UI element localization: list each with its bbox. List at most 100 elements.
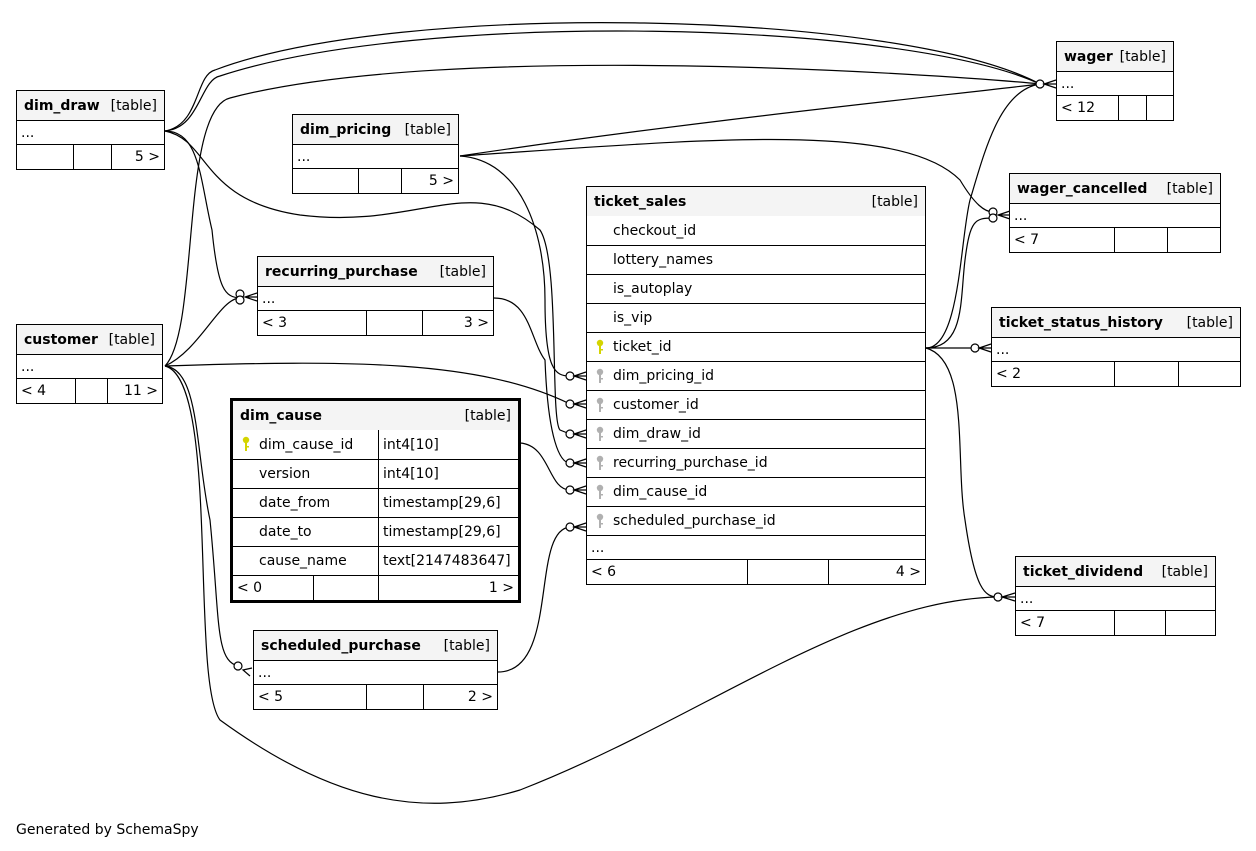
rows-count [1114,362,1178,386]
table-tag: [table] [1119,48,1166,65]
parents-count: < 3 [262,315,288,331]
table-tag: [table] [464,407,511,424]
table-ticket-status-history[interactable]: ticket_status_history [table] ... < 2 [991,307,1241,387]
table-tag: [table] [404,121,451,138]
primary-key-icon [596,339,604,359]
table-stats: < 3 3 > [258,310,493,335]
column-row[interactable]: recurring_purchase_id [587,448,925,477]
table-name: scheduled_purchase [261,637,421,654]
table-tag: [table] [1166,180,1213,197]
table-name: ticket_dividend [1023,563,1144,580]
foreign-key-icon [596,426,604,446]
parents-count: < 5 [258,689,284,705]
table-header: customer [table] [17,325,162,354]
table-header: ticket_status_history [table] [992,308,1240,337]
column-type: int4[10] [378,430,518,459]
table-dim-cause[interactable]: dim_cause [table] dim_cause_id int4[10]ve… [230,398,521,603]
table-header: recurring_purchase [table] [258,257,493,286]
columns-ellipsis: ... [1010,203,1220,227]
table-tag: [table] [1161,563,1208,580]
table-dim-draw[interactable]: dim_draw [table] ... 5 > [16,90,165,170]
column-row[interactable]: is_vip [587,303,925,332]
table-stats: 5 > [17,144,164,169]
parents-count: < 12 [1061,100,1095,116]
table-ticket-dividend[interactable]: ticket_dividend [table] ... < 7 [1015,556,1216,636]
parents-count: < 4 [21,383,47,399]
column-name: is_vip [613,310,653,326]
columns-ellipsis: ... [1057,71,1173,95]
columns-ellipsis: ... [17,354,162,378]
rows-count [1118,96,1146,120]
column-row[interactable]: dim_pricing_id [587,361,925,390]
column-type: text[2147483647] [378,547,518,575]
column-name: ticket_id [613,339,672,355]
table-stats: < 0 1 > [233,575,518,600]
column-row[interactable]: date_to timestamp[29,6] [233,517,518,546]
parents-count: < 6 [591,564,617,580]
table-wager[interactable]: wager [table] ... < 12 [1056,41,1174,121]
column-row[interactable]: is_autoplay [587,274,925,303]
rows-count [1114,611,1165,635]
table-tag: [table] [439,263,486,280]
children-count: 5 > [111,145,164,169]
column-row[interactable]: scheduled_purchase_id [587,506,925,535]
table-stats: < 6 4 > [587,559,925,584]
table-name: dim_cause [240,407,322,424]
foreign-key-icon [596,397,604,417]
table-dim-pricing[interactable]: dim_pricing [table] ... 5 > [292,114,459,194]
table-tag: [table] [110,97,157,114]
table-scheduled-purchase[interactable]: scheduled_purchase [table] ... < 5 2 > [253,630,498,710]
table-header: ticket_sales [table] [587,187,925,216]
table-stats: < 7 [1016,610,1215,635]
column-row[interactable]: dim_draw_id [587,419,925,448]
table-header: dim_pricing [table] [293,115,458,144]
table-stats: < 4 11 > [17,378,162,403]
table-header: dim_draw [table] [17,91,164,120]
column-row[interactable]: customer_id [587,390,925,419]
column-name: dim_cause_id [259,436,354,453]
column-name: cause_name [259,553,347,569]
column-row[interactable]: checkout_id [587,216,925,245]
foreign-key-icon [596,513,604,533]
column-name: lottery_names [613,252,714,268]
column-type: timestamp[29,6] [378,518,518,546]
children-count: 11 > [107,379,162,403]
table-name: customer [24,331,98,348]
children-count: 2 > [423,685,497,709]
table-tag: [table] [871,193,918,210]
table-stats: < 2 [992,361,1240,386]
table-header: ticket_dividend [table] [1016,557,1215,586]
column-name: dim_cause_id [613,484,708,500]
table-recurring-purchase[interactable]: recurring_purchase [table] ... < 3 3 > [257,256,494,336]
columns-ellipsis: ... [1016,586,1215,610]
foreign-key-icon [596,368,604,388]
rows-count [747,560,828,584]
column-row[interactable]: dim_cause_id int4[10] [233,430,518,459]
table-header: scheduled_purchase [table] [254,631,497,660]
table-name: wager [1064,48,1113,65]
foreign-key-icon [596,484,604,504]
table-wager-cancelled[interactable]: wager_cancelled [table] ... < 7 [1009,173,1221,253]
children-count [1167,228,1220,252]
table-header: wager [table] [1057,42,1173,71]
table-ticket-sales[interactable]: ticket_sales [table] checkout_id lottery_… [586,186,926,585]
parents-count: < 7 [1020,615,1046,631]
column-name: date_to [259,524,312,540]
children-count [1165,611,1215,635]
table-customer[interactable]: customer [table] ... < 4 11 > [16,324,163,404]
rows-count [1114,228,1167,252]
column-row[interactable]: lottery_names [587,245,925,274]
table-tag: [table] [443,637,490,654]
column-row[interactable]: ticket_id [587,332,925,361]
columns-ellipsis: ... [587,535,925,559]
rows-count [313,576,378,600]
columns-ellipsis: ... [293,144,458,168]
rows-count [358,169,401,193]
children-count [1146,96,1173,120]
column-row[interactable]: dim_cause_id [587,477,925,506]
column-row[interactable]: cause_name text[2147483647] [233,546,518,575]
table-tag: [table] [108,331,155,348]
parents-count: < 7 [1014,232,1040,248]
